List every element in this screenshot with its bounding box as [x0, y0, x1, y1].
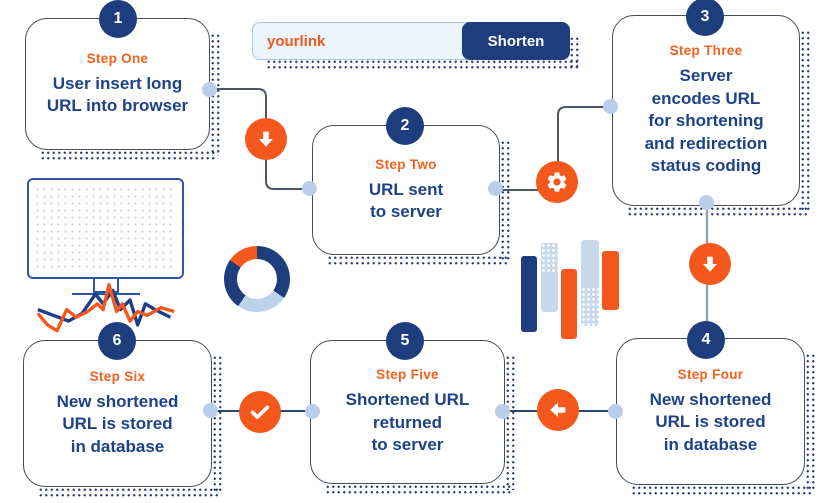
- shadow-dots: [500, 140, 510, 261]
- bar-texture: [541, 243, 558, 272]
- step-label: Step Four: [677, 366, 744, 382]
- shadow-dots: [266, 59, 579, 69]
- monitor-line-chart: [27, 178, 184, 333]
- bar-chart-bar: [581, 240, 599, 326]
- step-label: Step Five: [376, 367, 439, 383]
- step-card-5: Step Five Shortened URL returned to serv…: [310, 340, 515, 494]
- connector-dot: [608, 404, 623, 419]
- step-label: Step Three: [669, 43, 743, 59]
- down-arrow-icon: [689, 243, 731, 285]
- bar-texture: [581, 287, 599, 326]
- shadow-dots: [631, 485, 813, 495]
- step-number-badge: 2: [386, 107, 424, 145]
- bar-chart-bar: [602, 251, 619, 310]
- connector-dot: [603, 99, 618, 114]
- shadow-dots: [627, 206, 808, 216]
- connector-dot: [488, 181, 503, 196]
- connector-dot: [305, 404, 320, 419]
- donut-chart-icon: [224, 246, 290, 312]
- step-description: Shortened URL returned to server: [345, 390, 470, 455]
- url-input[interactable]: [252, 22, 468, 60]
- down-arrow-icon: [245, 118, 287, 160]
- step-card-6: Step Six New shortened URL is stored in …: [23, 340, 222, 497]
- step-description: New shortened URL is stored in database: [56, 391, 179, 456]
- bar-chart-bar: [521, 256, 537, 332]
- gear-icon: [536, 161, 578, 203]
- shadow-dots: [38, 487, 220, 497]
- monitor-screen: [27, 178, 184, 333]
- bar-chart-bar: [561, 269, 577, 339]
- step-card-3: Step Three Server encodes URL for shorte…: [612, 15, 810, 216]
- step-number-badge: 4: [687, 321, 725, 359]
- monitor-screen-pattern: [34, 186, 177, 269]
- url-shorten-bar: Shorten: [252, 22, 570, 60]
- step-number-badge: 6: [98, 322, 136, 360]
- left-arrow-icon: [537, 389, 579, 431]
- step-label: Step Six: [89, 368, 146, 384]
- donut-hole: [237, 259, 277, 299]
- connector-dot: [203, 403, 218, 418]
- shadow-dots: [40, 150, 218, 160]
- bar-chart-bar: [541, 243, 558, 312]
- connector-dot: [495, 404, 510, 419]
- step-number-badge: 3: [686, 0, 724, 36]
- step-card-4: Step Four New shortened URL is stored in…: [616, 338, 815, 495]
- shadow-dots: [327, 255, 508, 265]
- shadow-dots: [805, 353, 815, 491]
- step-card-2: Step Two URL sent to server: [312, 125, 510, 265]
- step-description: New shortened URL is stored in database: [649, 389, 772, 454]
- step-number-badge: 1: [99, 0, 137, 38]
- connector-dot: [699, 195, 714, 210]
- connector-dot: [202, 82, 217, 97]
- step-label: Step One: [86, 50, 149, 66]
- shadow-dots: [505, 355, 515, 490]
- shorten-button[interactable]: Shorten: [462, 22, 570, 60]
- shadow-dots: [800, 30, 810, 212]
- connector-dot: [302, 181, 317, 196]
- shadow-dots: [325, 484, 513, 494]
- step-description: User insert long URL into browser: [46, 73, 189, 115]
- step-description: Server encodes URL for shortening and re…: [644, 66, 768, 176]
- check-icon: [239, 391, 281, 433]
- shadow-dots: [212, 355, 222, 493]
- step-number-badge: 5: [386, 322, 424, 360]
- shadow-dots: [569, 36, 579, 67]
- step-description: URL sent to server: [368, 179, 444, 221]
- line-chart-icon: [36, 282, 175, 333]
- step-label: Step Two: [375, 156, 437, 172]
